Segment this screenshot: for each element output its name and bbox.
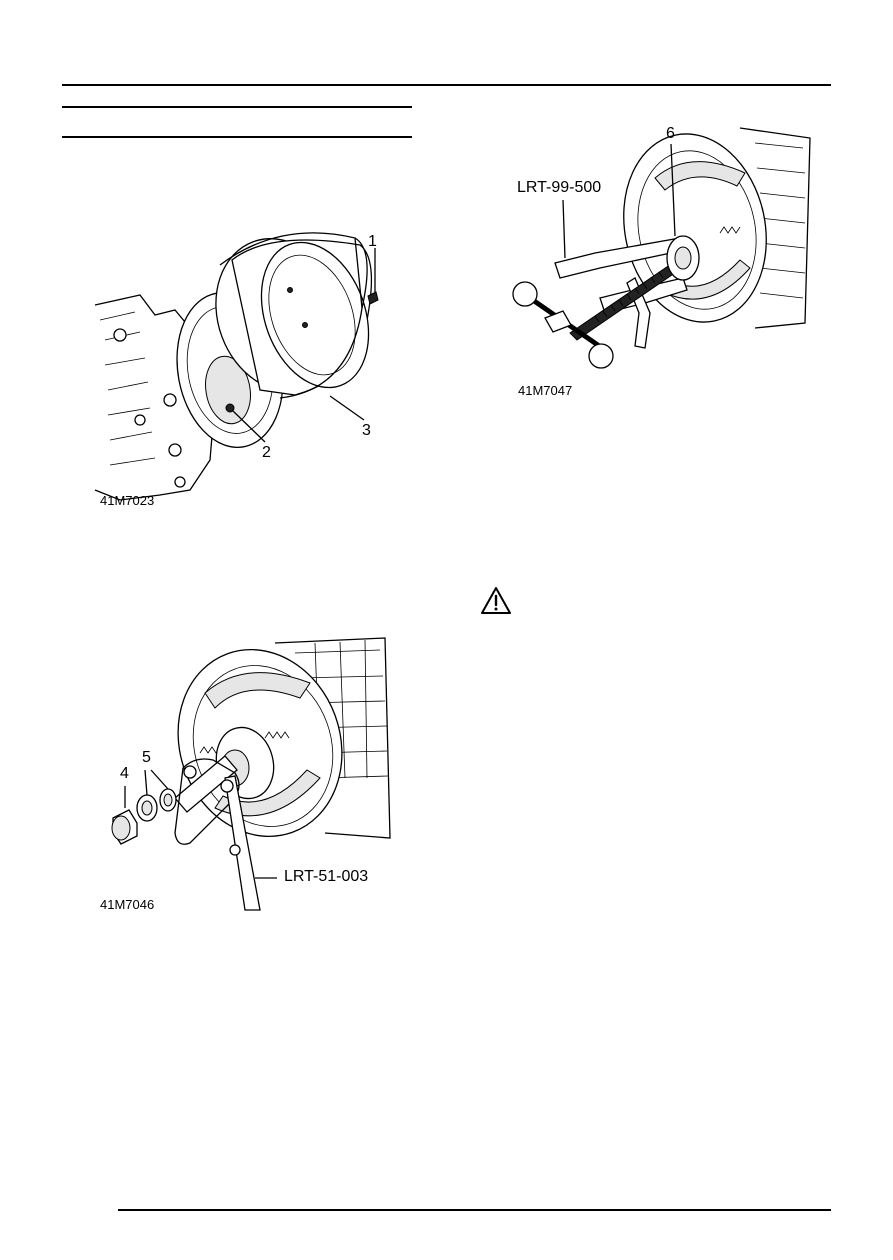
footer-rule <box>118 1209 831 1211</box>
section-rule-top <box>62 106 412 108</box>
tool-label-lrt-51-003: LRT-51-003 <box>284 868 369 885</box>
warning-triangle-icon <box>480 586 512 616</box>
figure-ref: 41M7047 <box>518 383 573 398</box>
hub-puller-illustration <box>512 127 811 369</box>
callout-4: 4 <box>120 765 129 782</box>
figure-flange-nut: 4 5 LRT-51-003 41M7046 <box>95 637 405 913</box>
section-rule-bottom <box>62 136 412 138</box>
callout-6: 6 <box>666 125 675 142</box>
flange-nut-illustration <box>111 637 391 911</box>
callout-2: 2 <box>262 444 271 461</box>
figure-brake-drum: 1 2 3 41M7023 <box>80 220 410 520</box>
callout-3: 3 <box>362 422 371 439</box>
callout-5: 5 <box>142 749 151 766</box>
figure-hub-puller: LRT-99-500 6 41M7047 <box>505 118 815 403</box>
brake-drum-illustration <box>94 232 379 501</box>
callout-1: 1 <box>368 233 377 250</box>
header-rule <box>62 84 831 86</box>
tool-label-lrt-99-500: LRT-99-500 <box>517 179 602 196</box>
figure-ref: 41M7046 <box>100 897 155 912</box>
figure-ref: 41M7023 <box>100 493 155 508</box>
